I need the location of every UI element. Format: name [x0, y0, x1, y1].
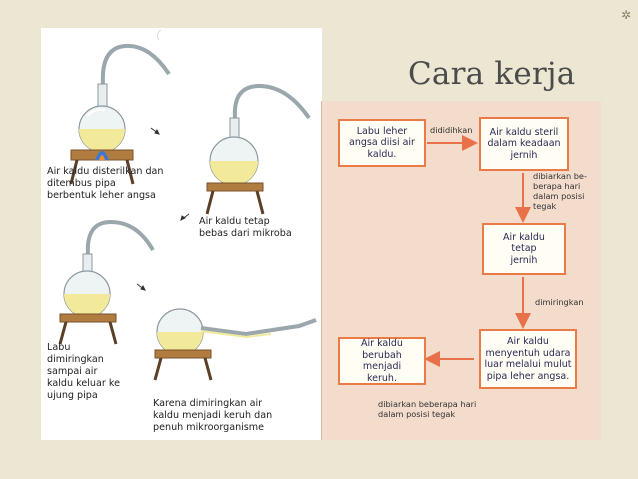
flowchart-panel: Labu leher angsa diisi air kaldu. Air ka… — [321, 101, 601, 440]
flask-tilted — [153, 308, 317, 381]
flow-box-fill: Labu leher angsa diisi air kaldu. — [338, 119, 426, 167]
experiment-illustration-panel: Air kaldu disterilkan dan ditembus pipa … — [41, 28, 322, 440]
label-tilted: dimiringkan — [535, 297, 584, 307]
label-left-upright: dibiarkan be- berapa hari dalam posisi t… — [533, 171, 587, 211]
flow-box-clear: Air kaldu tetap jernih — [482, 223, 566, 275]
caption-tilted: Labu dimiringkan sampai air kaldu keluar… — [47, 342, 121, 401]
slide-title: Cara kerja — [408, 56, 576, 92]
flow-box-air-contact: Air kaldu menyentuh udara luar melalui m… — [479, 329, 577, 389]
sequence-arrows — [136, 127, 190, 291]
caption-stays-free: Air kaldu tetap bebas dari mikroba — [199, 216, 292, 239]
flow-box-turbid: Air kaldu berubah menjadi keruh. — [338, 337, 426, 385]
label-left-days: dibiarkan beberapa hari dalam posisi teg… — [378, 399, 477, 419]
experiment-illustration — [58, 29, 317, 381]
flask-tilt-prepare — [58, 219, 155, 345]
caption-sterilized: Air kaldu disterilkan dan ditembus pipa … — [47, 166, 164, 201]
flask-clear — [205, 83, 311, 215]
star-icon: ✲ — [621, 8, 632, 22]
flowchart-arrows — [424, 135, 531, 367]
flask-heated — [69, 29, 171, 185]
caption-turbid: Karena dimiringkan air kaldu menjadi ker… — [153, 398, 273, 433]
flow-box-sterile: Air kaldu steril dalam keadaan jernih — [479, 117, 569, 171]
label-boiled: dididihkan — [430, 125, 473, 135]
